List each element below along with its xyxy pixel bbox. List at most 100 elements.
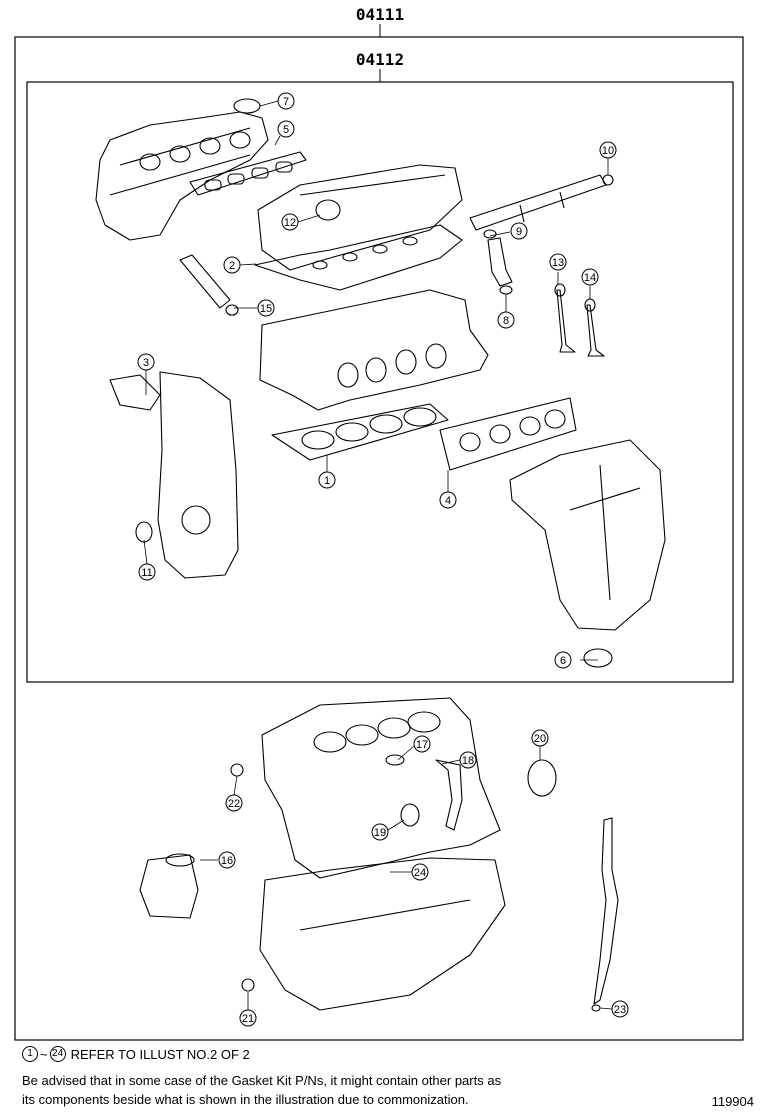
svg-text:16: 16 (221, 855, 233, 867)
valve-stem-seal-13 (554, 283, 566, 297)
svg-text:12: 12 (284, 217, 296, 229)
callout-15: 15 (257, 299, 275, 317)
intake-manifold-gasket-drawing (189, 151, 307, 196)
head-gasket-bores (301, 407, 437, 450)
water-inlet-pipe-drawing (435, 759, 463, 831)
callout-2: 2 (223, 256, 241, 274)
callout-14: 14 (581, 268, 599, 286)
callout-16: 16 (218, 851, 236, 869)
crankshaft-front-seal-drawing (135, 521, 153, 543)
svg-text:24: 24 (414, 867, 426, 879)
kit-code-label: 04111 (356, 5, 404, 24)
callout-13: 13 (549, 253, 567, 271)
combustion-chambers (337, 343, 447, 388)
rear-oil-seal-19 (400, 803, 420, 827)
ref-text: REFER TO ILLUST NO.2 OF 2 (70, 1046, 250, 1062)
callout-11: 11 (138, 563, 156, 581)
svg-text:4: 4 (445, 495, 451, 507)
ocv-o-ring-drawing (225, 304, 239, 316)
fuel-delivery-pipe-drawing (469, 174, 607, 231)
svg-text:20: 20 (534, 733, 546, 745)
dipstick-o-ring-23 (591, 1004, 601, 1012)
svg-text:6: 6 (560, 655, 566, 667)
svg-text:8: 8 (503, 315, 509, 327)
callout-20: 20 (531, 729, 549, 747)
exhaust-gasket-ports (459, 409, 566, 452)
ref-tilde: ~ (40, 1046, 48, 1062)
svg-text:11: 11 (141, 567, 152, 579)
converter-gasket-drawing (583, 648, 613, 668)
intake-gasket-ports (204, 161, 293, 191)
inner-subkit-frame (26, 81, 734, 683)
fuel-rail-o-ring-drawing (602, 174, 614, 186)
callout-18: 18 (459, 751, 477, 769)
subkit-code-label: 04112 (356, 50, 404, 69)
callout-8: 8 (497, 311, 515, 329)
cylinder-head-drawing (259, 289, 489, 411)
intake-port-holes (139, 131, 251, 171)
water-pump-drawing (139, 854, 199, 919)
cylinder-bores (313, 711, 441, 753)
svg-text:19: 19 (374, 827, 386, 839)
svg-text:23: 23 (614, 1004, 626, 1016)
intake-manifold-drawing (95, 111, 269, 241)
svg-text:1: 1 (324, 475, 330, 487)
svg-text:15: 15 (260, 303, 272, 315)
callout-10: 10 (599, 141, 617, 159)
timing-chain-cover-drawing (157, 371, 239, 579)
advisory-note-line-2: its components beside what is shown in t… (22, 1092, 469, 1107)
svg-text:3: 3 (143, 357, 149, 369)
exhaust-manifold-drawing (509, 439, 666, 631)
svg-text:22: 22 (228, 798, 240, 810)
svg-text:21: 21 (242, 1013, 254, 1025)
callout-leaders (143, 100, 613, 1010)
svg-text:10: 10 (602, 145, 614, 157)
callout-7: 7 (277, 92, 295, 110)
ref-start-circle: 1 (22, 1046, 38, 1062)
callout-4: 4 (439, 491, 457, 509)
ref-end-circle: 24 (49, 1046, 66, 1062)
callout-21: 21 (239, 1009, 257, 1027)
exhaust-valve-drawing (586, 304, 605, 357)
head-cover-gasket-drawing (254, 224, 463, 291)
intake-valve-drawing (556, 289, 576, 353)
injector-seal-lower (499, 285, 513, 295)
water-outlet-drawing (109, 374, 161, 411)
water-bypass-gasket-17 (385, 754, 405, 766)
water-pump-gasket-16 (165, 853, 195, 867)
callout-6: 6 (554, 651, 572, 669)
oil-cap-drawing (233, 98, 261, 114)
injector-seal-upper (483, 229, 497, 239)
svg-text:2: 2 (229, 260, 235, 272)
svg-text:7: 7 (283, 96, 289, 108)
timing-cover-bore (181, 505, 211, 535)
svg-text:13: 13 (552, 257, 564, 269)
spark-plug-tube-seals (312, 236, 418, 270)
svg-text:5: 5 (283, 124, 289, 136)
callout-19: 19 (371, 823, 389, 841)
callout-17: 17 (413, 735, 431, 753)
oil-pan-drawing (259, 857, 506, 1011)
callout-1: 1 (318, 471, 336, 489)
cylinder-block-drawing (261, 697, 501, 879)
filler-cap-gasket-drawing (315, 199, 341, 221)
callout-24: 24 (411, 863, 429, 881)
outer-kit-frame (14, 36, 744, 1041)
callout-22: 22 (225, 794, 243, 812)
drain-plug-gasket-21 (241, 978, 255, 992)
oil-level-gauge-guide-drawing (593, 817, 619, 1005)
svg-text:18: 18 (462, 755, 474, 767)
callout-12: 12 (281, 213, 299, 231)
callout-23: 23 (611, 1000, 629, 1018)
footer-reference-note: 1 ~ 24 REFER TO ILLUST NO.2 OF 2 (22, 1046, 250, 1062)
oil-control-valve-drawing (179, 254, 231, 309)
callout-5: 5 (277, 120, 295, 138)
exhaust-manifold-gasket-drawing (439, 397, 577, 471)
callout-9: 9 (510, 222, 528, 240)
svg-text:14: 14 (584, 272, 596, 284)
advisory-note-line-1: Be advised that in some case of the Gask… (22, 1073, 502, 1088)
callout-3: 3 (137, 353, 155, 371)
illustration-id: 119904 (711, 1094, 754, 1109)
oil-plug-gasket-22 (230, 763, 244, 777)
svg-text:9: 9 (516, 226, 522, 238)
